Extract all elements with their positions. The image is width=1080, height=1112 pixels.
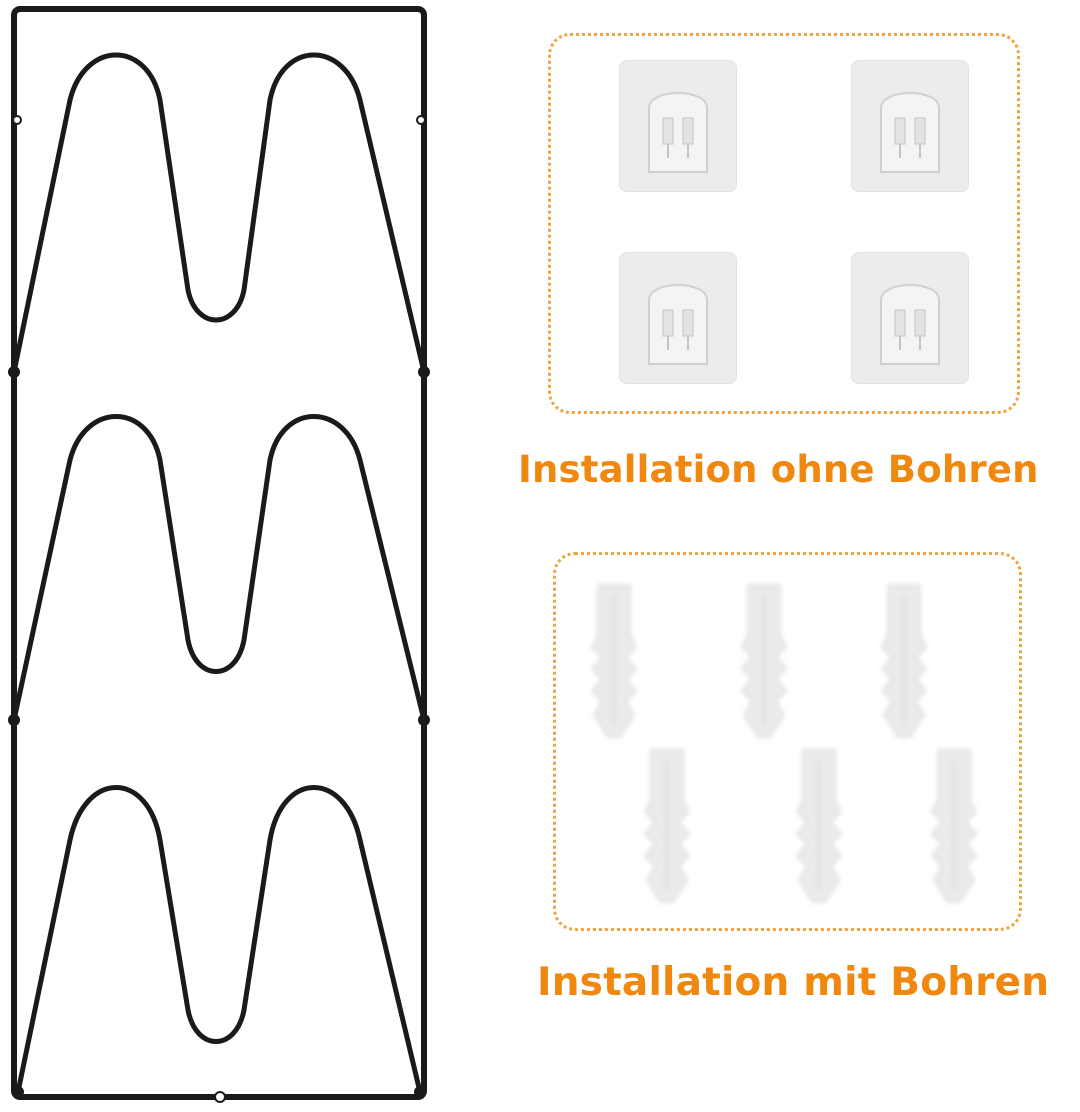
adhesive-hook-pad-icon — [619, 60, 737, 192]
wall-plug-anchor-icon — [582, 575, 646, 745]
wall-plug-anchor-icon — [922, 740, 986, 910]
rack-joint — [418, 714, 430, 726]
adhesive-hook-pad-icon — [851, 60, 969, 192]
rack-screw-hole — [12, 115, 22, 125]
rack-joint — [12, 1086, 24, 1098]
rack-frame — [11, 6, 427, 1100]
rack-joint — [8, 714, 20, 726]
rack-tier-3 — [15, 785, 423, 1095]
wall-plug-anchor-icon — [635, 740, 699, 910]
adhesive-install-panel — [548, 33, 1020, 414]
adhesive-hook-pad-icon — [851, 252, 969, 384]
wall-plug-anchor-icon — [732, 575, 796, 745]
wire-rack-illustration — [8, 6, 430, 1103]
rack-tier-1 — [11, 52, 427, 375]
wall-plug-anchor-icon — [872, 575, 936, 745]
rack-joint — [418, 366, 430, 378]
drill-install-caption: Installation mit Bohren — [537, 960, 1050, 1005]
adhesive-install-caption: Installation ohne Bohren — [518, 448, 1039, 491]
drill-install-panel — [553, 552, 1022, 931]
rack-screw-hole — [214, 1091, 226, 1103]
rack-tier-2 — [11, 414, 427, 723]
rack-joint — [8, 366, 20, 378]
rack-screw-hole — [416, 115, 426, 125]
wall-plug-anchor-icon — [787, 740, 851, 910]
adhesive-hook-pad-icon — [619, 252, 737, 384]
rack-joint — [414, 1086, 426, 1098]
